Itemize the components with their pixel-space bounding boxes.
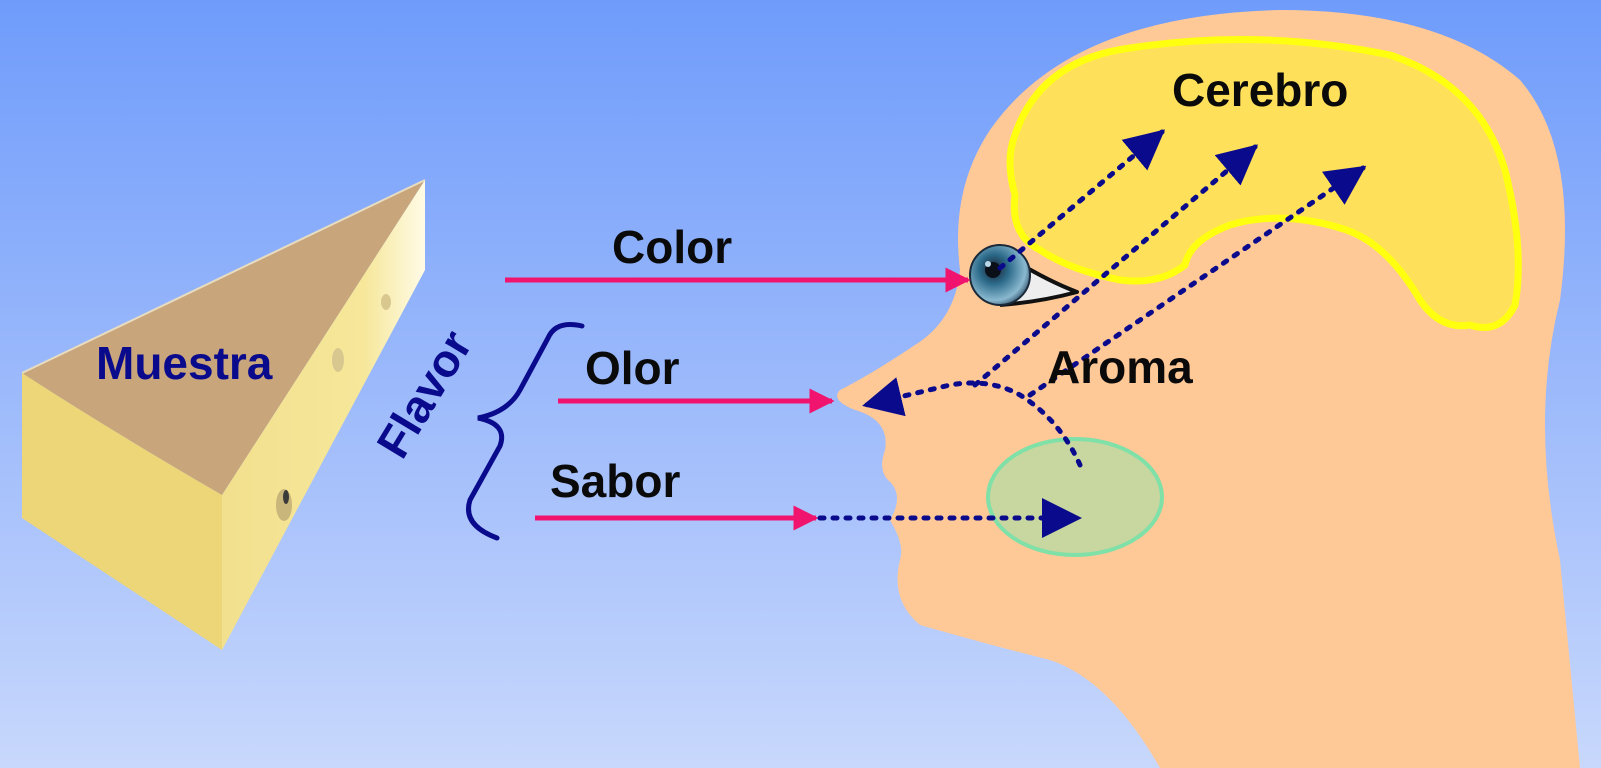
brain-label: Cerebro: [1172, 67, 1348, 113]
sample-label: Muestra: [96, 340, 272, 386]
mouth-region: [988, 439, 1162, 555]
aroma-label: Aroma: [1047, 344, 1193, 390]
color-label: Color: [612, 224, 732, 270]
taste-label: Sabor: [550, 458, 680, 504]
cheese-wedge-icon: [22, 180, 425, 650]
smell-label: Olor: [585, 345, 680, 391]
